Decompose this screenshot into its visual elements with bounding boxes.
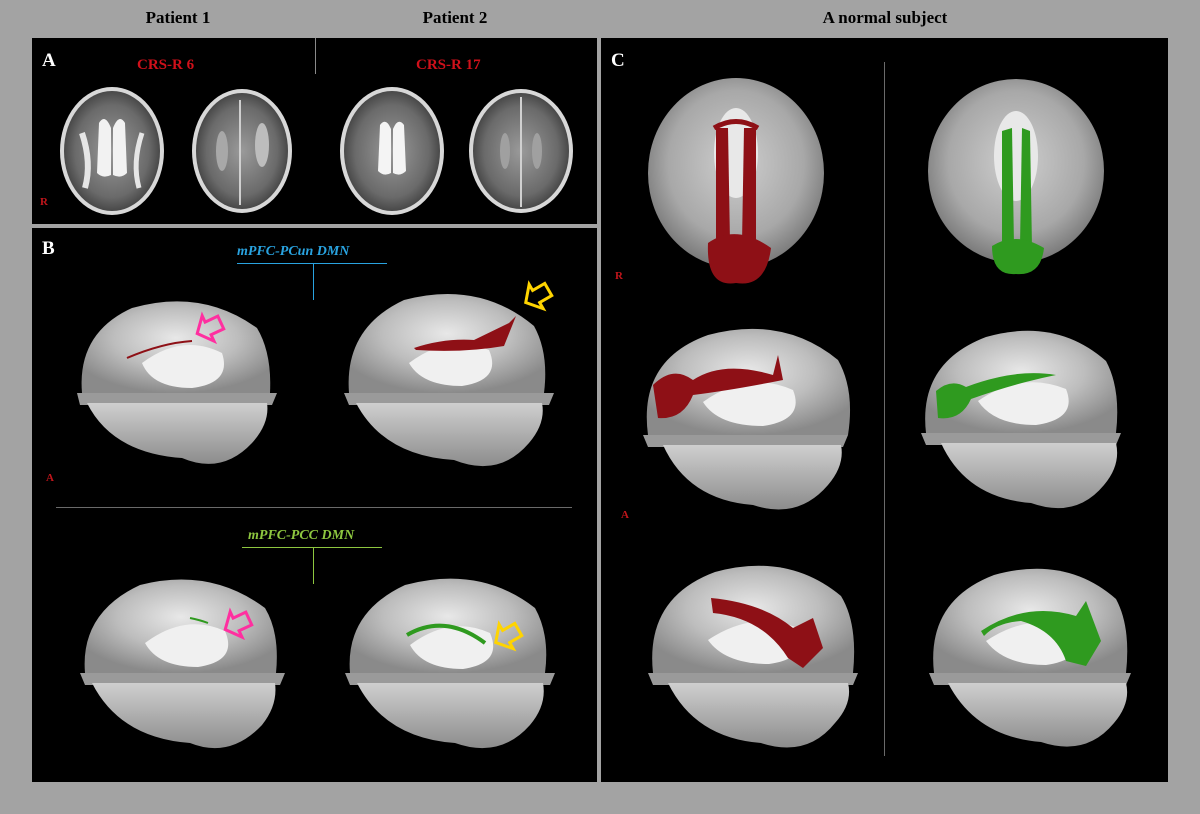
panel-a: A CRS-R 6 CRS-R 17 R	[32, 38, 597, 224]
panel-b: B mPFC-PCun DMN A mPFC-PCC DMN	[32, 228, 597, 782]
dmn-label-mpfc-pcun: mPFC-PCun DMN	[237, 244, 350, 259]
brain-p2-pcc	[345, 578, 555, 749]
yellow-arrow-icon	[494, 620, 524, 652]
panel-a-label: A	[42, 50, 56, 71]
axial-normal-green-tract	[928, 79, 1104, 275]
brain-p2-pcun	[344, 293, 554, 467]
header-normal-subject: A normal subject	[822, 8, 948, 27]
magenta-arrow-icon	[223, 607, 254, 641]
dmn-label-mpfc-pcc-underline	[242, 547, 382, 548]
sagittal-normal-red-tract-2	[648, 565, 858, 748]
panel-b-label: B	[42, 238, 55, 259]
header-patient-2: Patient 2	[422, 8, 488, 27]
orientation-a-label: A	[46, 472, 54, 484]
brain-p1-pcc	[80, 579, 285, 749]
panel-a-divider	[315, 38, 316, 74]
orientation-r-label: R	[615, 270, 623, 282]
crs-r-score-patient-1: CRS-R 6	[137, 57, 195, 73]
dmn-label-mpfc-pcc: mPFC-PCC DMN	[248, 528, 355, 543]
orientation-a-label: A	[621, 509, 629, 521]
yellow-arrow-icon	[524, 280, 554, 312]
dmn-pcun-divider	[313, 264, 314, 300]
panel-c-label: C	[611, 50, 625, 71]
magenta-arrow-icon	[195, 311, 226, 345]
panel-c-divider	[884, 62, 885, 756]
orientation-r-label: R	[40, 196, 48, 208]
axial-normal-red-tract	[648, 78, 824, 284]
header-patient-1: Patient 1	[145, 8, 211, 27]
sagittal-normal-green-tract-2	[929, 568, 1131, 747]
dmn-label-mpfc-pcun-underline	[237, 263, 387, 264]
panel-c: C R A	[601, 38, 1168, 782]
dmn-pcc-divider	[313, 548, 314, 584]
brain-p1-pcun	[77, 301, 277, 464]
sagittal-normal-red-tract-1	[643, 328, 851, 510]
sagittal-normal-green-tract-1	[921, 330, 1121, 509]
crs-r-score-patient-2: CRS-R 17	[416, 57, 481, 73]
mri-axial-slices	[60, 87, 573, 215]
panel-b-row-divider	[56, 507, 572, 508]
